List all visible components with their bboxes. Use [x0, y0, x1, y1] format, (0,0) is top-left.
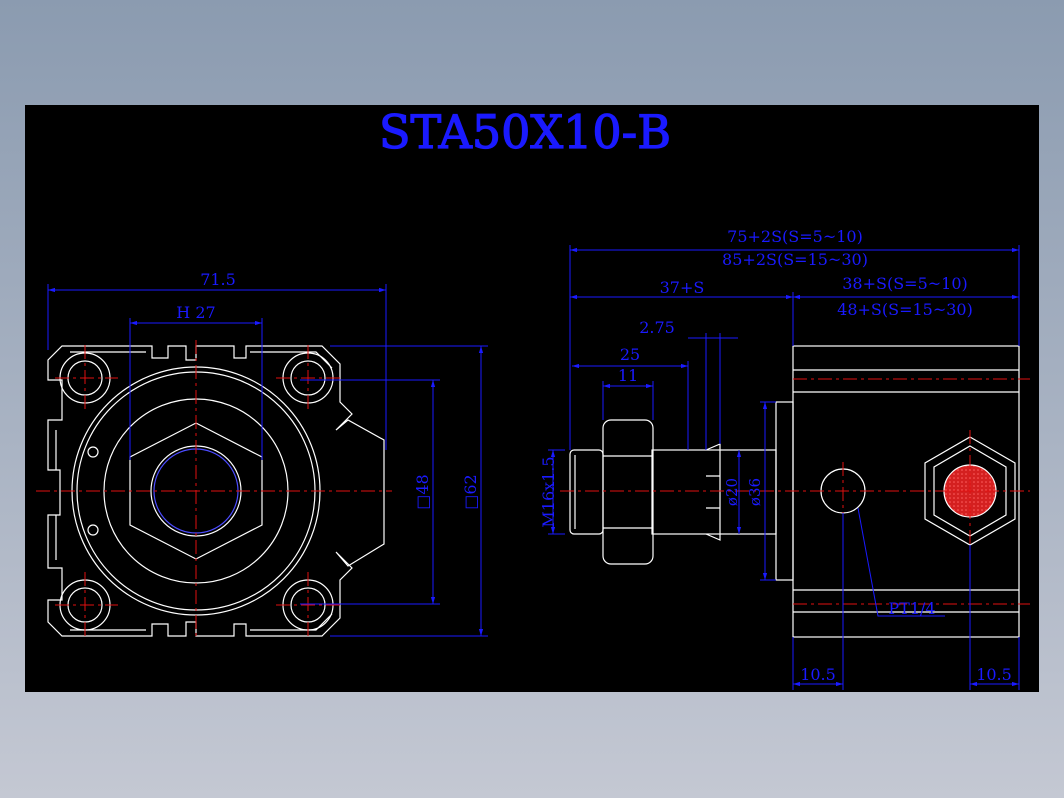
small-hole-lower	[87, 524, 99, 536]
bore-dimension-label: □48	[413, 474, 432, 509]
hex-dimension-label: H 27	[176, 303, 215, 322]
threaded-end	[569, 449, 604, 535]
drawing-title: STA50X10-B	[379, 105, 671, 159]
body-length-label-2: 48+S(S=15~30)	[837, 300, 973, 319]
total-length-label-1: 75+2S(S=5~10)	[727, 227, 863, 246]
dim-275-label: 2.75	[639, 318, 675, 337]
width-dimension-label: 71.5	[200, 270, 236, 289]
thread-label: M16x1.5	[539, 456, 558, 527]
front-centerlines	[36, 340, 392, 640]
small-hole-upper	[87, 446, 99, 458]
boss-diameter-label: ø36	[746, 478, 764, 506]
side-centerlines	[560, 378, 1030, 605]
front-body-outline	[47, 345, 385, 637]
front-inner-profile	[55, 351, 333, 631]
left-offset-label: 10.5	[800, 665, 836, 684]
rod-wiper	[705, 443, 721, 541]
height-dimension-label: □62	[461, 474, 480, 509]
dim-11-label: 11	[618, 366, 638, 385]
front-dimensions	[47, 284, 488, 637]
body-length-label-1: 38+S(S=5~10)	[842, 274, 968, 293]
side-dimensions	[548, 245, 1020, 690]
port-label: PT1/4	[888, 599, 935, 618]
total-length-label-2: 85+2S(S=15~30)	[722, 250, 868, 269]
piston-rod	[651, 449, 777, 535]
rod-diameter-label: ø20	[723, 478, 741, 506]
rod-length-label: 37+S	[660, 278, 705, 297]
right-offset-label: 10.5	[976, 665, 1012, 684]
dim-25-label: 25	[620, 345, 640, 364]
